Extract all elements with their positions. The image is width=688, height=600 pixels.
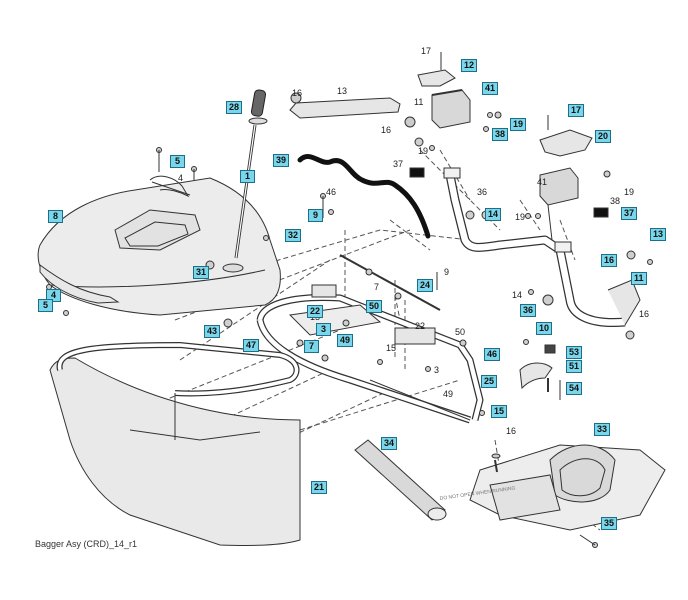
callout-c35: 35 (601, 517, 618, 530)
callout-c15b: 15 (386, 343, 397, 353)
callout-c54: 54 (566, 382, 583, 395)
callout-c16d: 16 (639, 309, 650, 319)
callout-c37b: 37 (621, 207, 638, 220)
callout-c31: 31 (193, 266, 210, 279)
callout-c3b: 3 (434, 365, 440, 375)
callout-c53: 53 (566, 346, 583, 359)
callout-c14b: 14 (485, 208, 502, 221)
callout-c41a: 41 (482, 82, 499, 95)
callout-c5b: 5 (38, 299, 53, 312)
callout-c16c: 16 (601, 254, 618, 267)
callout-c32: 32 (285, 229, 302, 242)
lift-handle (234, 89, 268, 259)
callout-c11b: 11 (631, 272, 647, 285)
callout-c39: 39 (273, 154, 290, 167)
callout-c8: 8 (48, 210, 63, 223)
callout-c36a: 36 (477, 187, 488, 197)
callout-c22a: 22 (307, 305, 324, 318)
deflector-rod (297, 154, 431, 239)
bumper-blocks (409, 89, 609, 218)
callout-c28: 28 (226, 101, 243, 114)
callout-c19a: 19 (510, 118, 527, 131)
bracket-left-lower (39, 264, 120, 304)
callout-c38a: 38 (492, 128, 509, 141)
callout-c49a: 49 (337, 334, 354, 347)
callout-c49b: 49 (443, 389, 454, 399)
callout-c7b: 7 (304, 340, 319, 353)
callout-c38b: 38 (610, 196, 621, 206)
frame-right (443, 167, 641, 328)
callout-c13b: 13 (650, 228, 667, 241)
bagger-cover (37, 175, 281, 316)
callout-c9b: 9 (444, 267, 450, 277)
callout-c7a: 7 (374, 282, 380, 292)
callout-c25: 25 (481, 375, 498, 388)
callout-c37a: 37 (393, 159, 404, 169)
callout-c3: 3 (316, 323, 331, 336)
callout-c15c: 15 (491, 405, 508, 418)
callout-c16a: 16 (292, 88, 303, 98)
callout-c19b: 19 (418, 146, 429, 156)
callout-c47: 47 (243, 339, 260, 352)
callout-c17b: 17 (568, 104, 585, 117)
callout-c11a: 11 (414, 97, 424, 107)
callout-c46b: 46 (484, 348, 501, 361)
callout-c4a: 4 (178, 173, 184, 183)
callout-c50a: 50 (366, 300, 383, 313)
bolt-shafts (158, 52, 596, 546)
upper-brackets (289, 69, 593, 157)
callout-c33: 33 (594, 423, 611, 436)
callout-c14a: 14 (512, 290, 523, 300)
callout-c22b: 22 (415, 321, 426, 331)
callout-c46a: 46 (326, 187, 337, 197)
callout-c21: 21 (311, 481, 328, 494)
callout-c34: 34 (381, 437, 398, 450)
callout-c5a: 5 (170, 155, 185, 168)
collection-bag (49, 341, 301, 546)
callout-c51: 51 (566, 360, 583, 373)
discharge-chute (354, 439, 666, 531)
callout-c10: 10 (536, 322, 553, 335)
callout-c36b: 36 (520, 304, 537, 317)
callout-c1: 1 (240, 170, 255, 183)
callout-c19d: 19 (515, 212, 526, 222)
callout-c20: 20 (595, 130, 612, 143)
callout-c12: 12 (461, 59, 478, 72)
callout-c41b: 41 (537, 177, 548, 187)
callout-c16e: 16 (506, 426, 517, 436)
callout-c13a: 13 (337, 86, 348, 96)
callout-c16b: 16 (381, 125, 392, 135)
callout-c24: 24 (417, 279, 434, 292)
callout-c50b: 50 (455, 327, 466, 337)
callout-c17a: 17 (421, 46, 432, 56)
callout-c4b: 4 (46, 289, 61, 302)
callout-c9a: 9 (308, 209, 323, 222)
diagram-caption: Bagger Asy (CRD)_14_r1 (35, 539, 138, 549)
callout-c19c: 19 (624, 187, 635, 197)
latch-assembly (519, 344, 556, 392)
callout-c43: 43 (204, 325, 221, 338)
